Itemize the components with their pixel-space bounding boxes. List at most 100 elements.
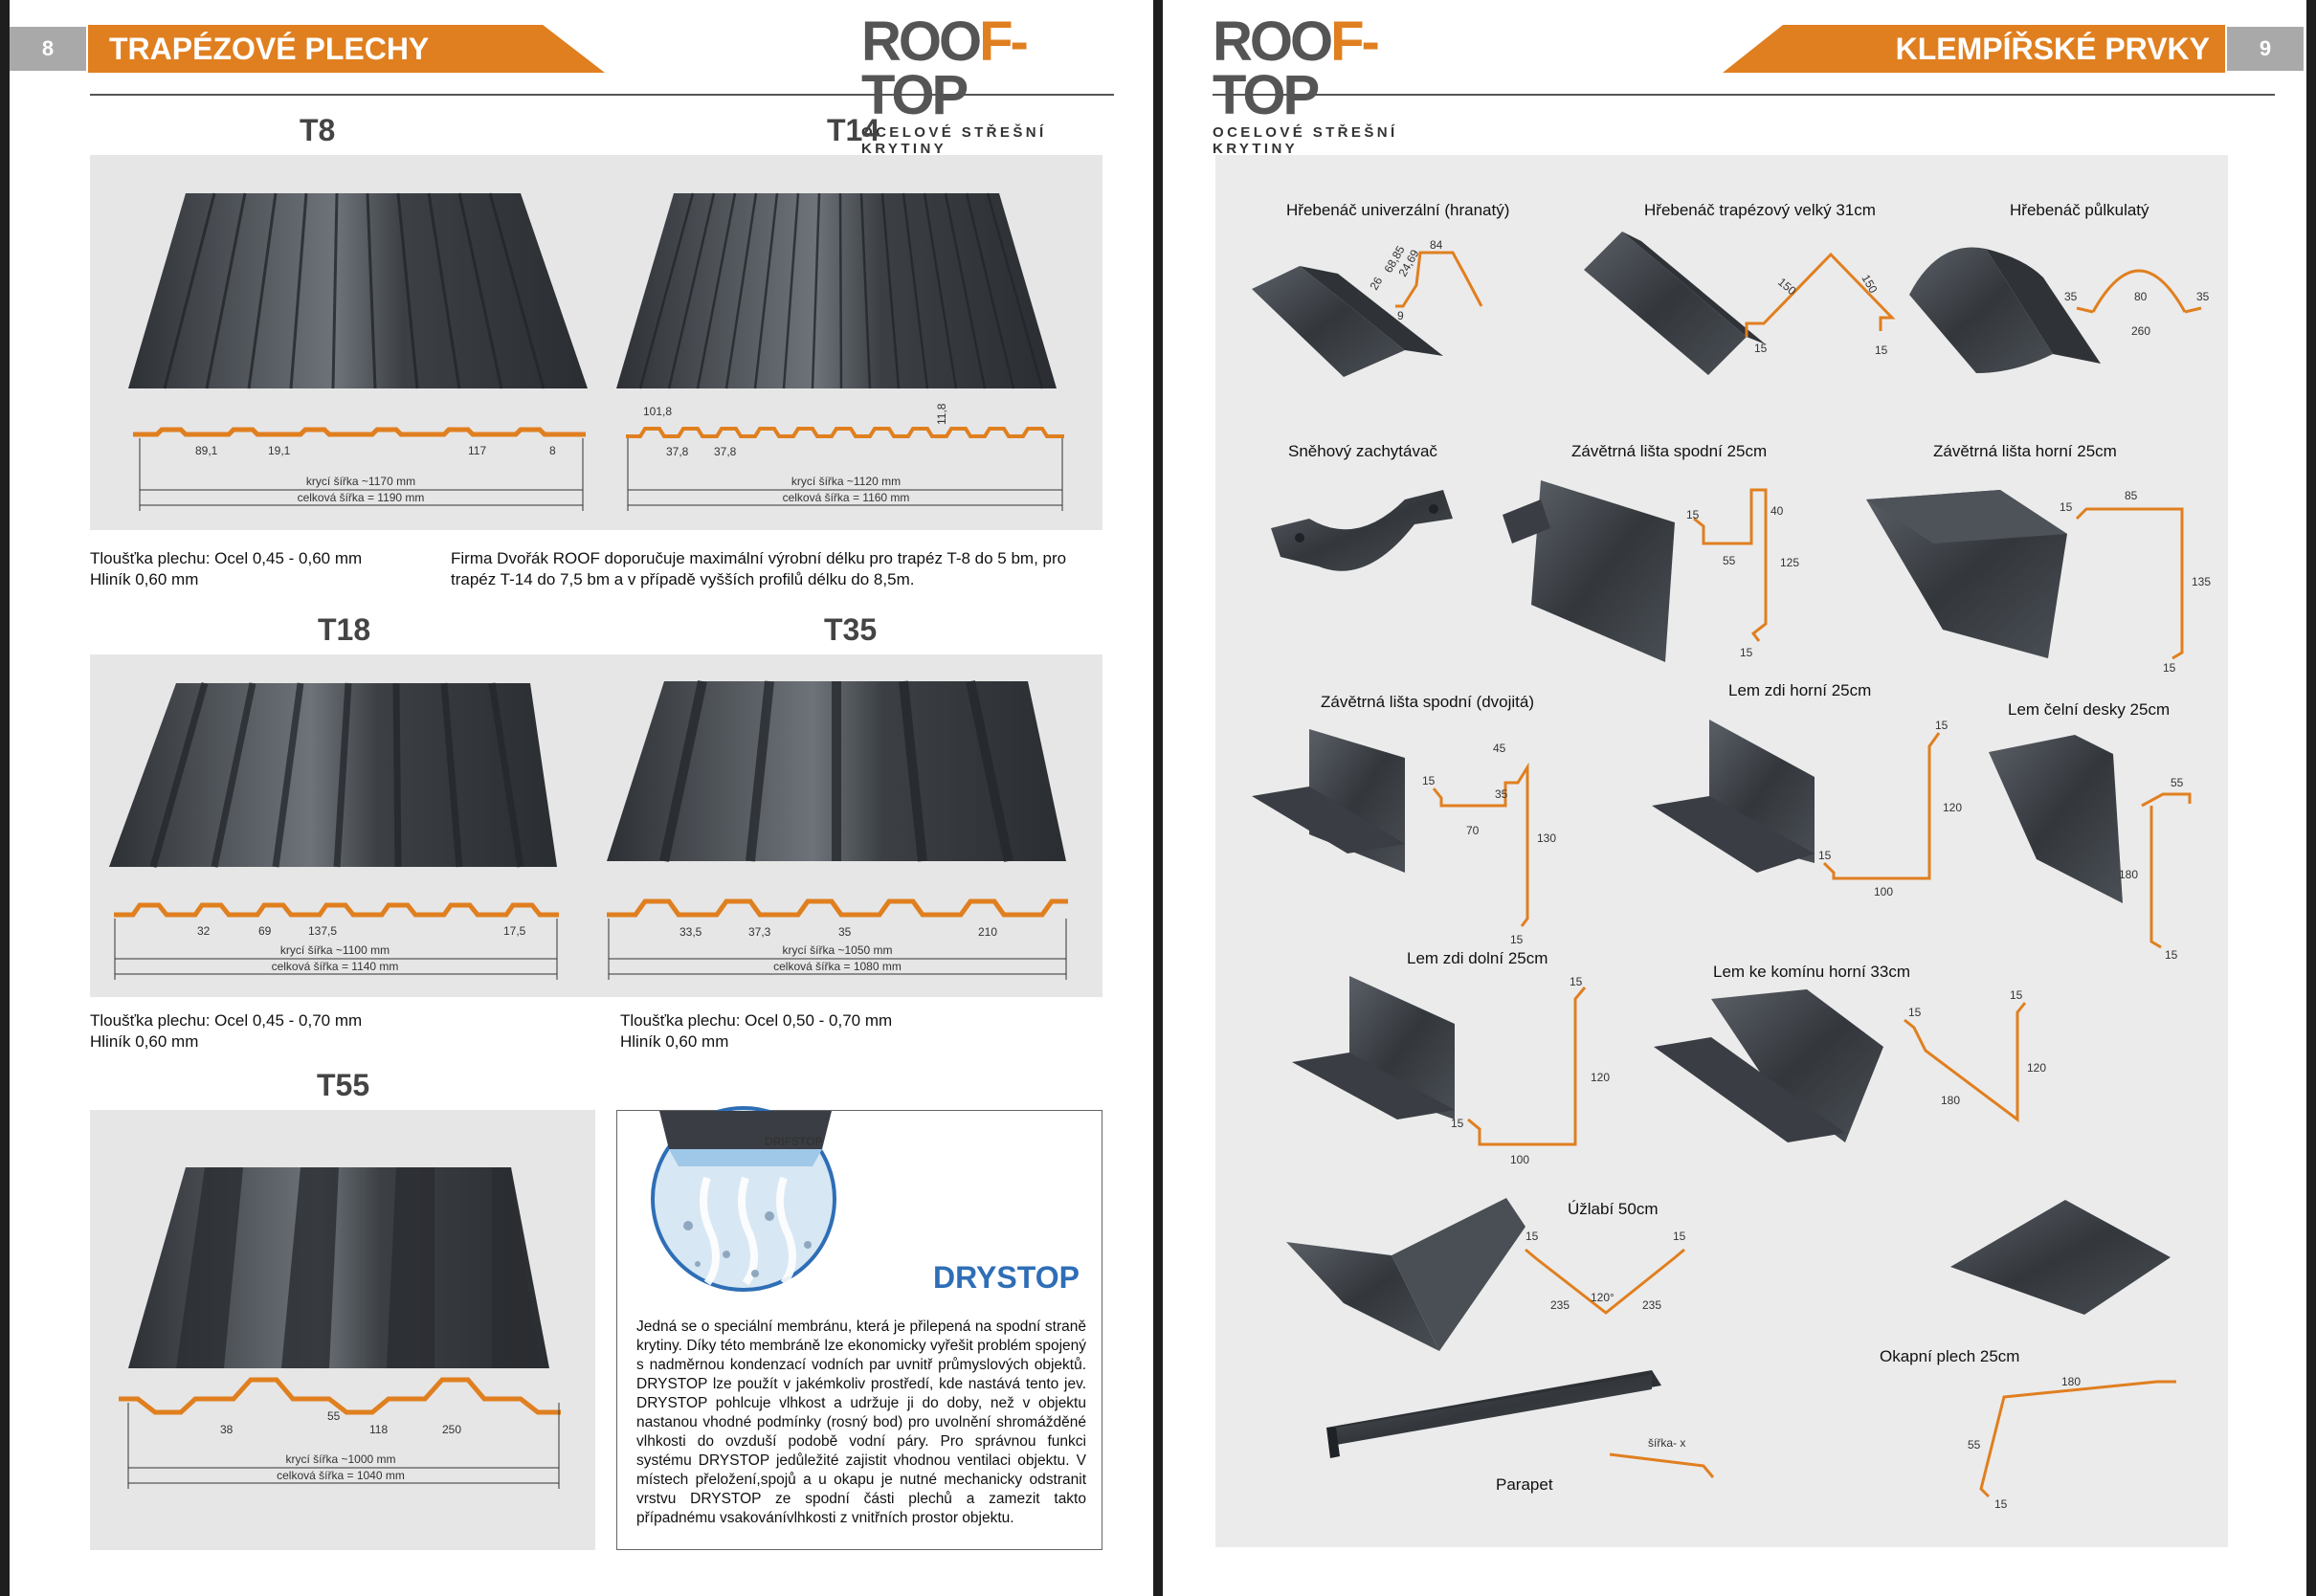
svg-text:15: 15 bbox=[1994, 1497, 2008, 1511]
svg-text:180: 180 bbox=[2119, 868, 2138, 881]
svg-text:15: 15 bbox=[1686, 508, 1700, 521]
svg-text:15: 15 bbox=[1754, 342, 1768, 355]
svg-text:150: 150 bbox=[1859, 273, 1880, 297]
svg-text:235: 235 bbox=[1550, 1298, 1570, 1312]
profile-title-t8: T8 bbox=[300, 113, 336, 147]
profile-title-t35: T35 bbox=[824, 612, 878, 647]
profile-title-t18: T18 bbox=[318, 612, 371, 647]
svg-text:15: 15 bbox=[1525, 1230, 1539, 1243]
svg-text:84: 84 bbox=[1430, 238, 1443, 252]
left-page: 8 TRAPÉZOVÉ PLECHY ROOF-TOP OCELOVÉ STŘE… bbox=[10, 0, 1153, 1596]
label-lem-zdi-horni: Lem zdi horní 25cm bbox=[1728, 681, 1872, 699]
t35-dim-1: 33,5 bbox=[679, 925, 702, 939]
svg-text:260: 260 bbox=[2131, 324, 2150, 338]
label-uzlabi: Úžlabí 50cm bbox=[1568, 1200, 1659, 1218]
svg-text:80: 80 bbox=[2134, 290, 2148, 303]
t35-dim-4: 210 bbox=[978, 925, 997, 939]
svg-text:15: 15 bbox=[1673, 1230, 1686, 1243]
flashing-panel: Hřebenáč univerzální (hranatý) 84 68,85 … bbox=[1215, 155, 2228, 1547]
svg-text:55: 55 bbox=[1723, 554, 1736, 567]
t55-sheet-illustration: 38 55 118 250 krycí šířka ~1000 mm celko… bbox=[119, 1167, 561, 1489]
svg-text:35: 35 bbox=[2064, 290, 2078, 303]
section-title: KLEMPÍŘSKÉ PRVKY bbox=[1723, 25, 2225, 73]
svg-text:55: 55 bbox=[2171, 776, 2184, 789]
drystop-box: DRIFSTOP DRYSTOP Jedná se o speciální me… bbox=[616, 1106, 1102, 1550]
t14-dim-1: 101,8 bbox=[643, 405, 672, 418]
t18-dim-3: 137,5 bbox=[308, 924, 337, 938]
zavetrna-dvojita-illustration: 45 15 35 130 70 15 bbox=[1252, 729, 1556, 946]
t18-celkova: celková šířka = 1140 mm bbox=[272, 960, 399, 973]
profile-panel-top: 89,1 19,1 117 8 krycí šířka ~1170 mm cel… bbox=[90, 155, 1102, 530]
right-page: ROOF-TOP OCELOVÉ STŘEŠNÍ KRYTINY KLEMPÍŘ… bbox=[1163, 0, 2306, 1596]
svg-text:15: 15 bbox=[1908, 1006, 1922, 1019]
lem-celni-desky-illustration: 55 180 15 bbox=[1989, 735, 2192, 962]
svg-text:15: 15 bbox=[2165, 948, 2178, 962]
snehovy-zachytavac-illustration bbox=[1271, 490, 1453, 571]
svg-text:100: 100 bbox=[1874, 885, 1893, 898]
t8-dim-1: 89,1 bbox=[195, 444, 218, 457]
label-lem-celni-desky: Lem čelní desky 25cm bbox=[2008, 700, 2171, 719]
t8-dim-4: 8 bbox=[549, 444, 556, 457]
drystop-body: Jedná se o speciální membránu, která je … bbox=[636, 1319, 1086, 1526]
svg-text:15: 15 bbox=[2060, 500, 2073, 514]
label-parapet: Parapet bbox=[1496, 1475, 1553, 1494]
label-zavetrna-horni: Závětrná lišta horní 25cm bbox=[1933, 442, 2117, 460]
svg-text:15: 15 bbox=[1740, 646, 1753, 659]
t55-dim-1: 38 bbox=[220, 1423, 234, 1436]
hrebenac-univerzalni-illustration: 84 68,85 24,69 26 9 bbox=[1252, 238, 1483, 377]
logo-tagline: OCELOVÉ STŘEŠNÍ KRYTINY bbox=[1213, 124, 1398, 157]
logo-tagline: OCELOVÉ STŘEŠNÍ KRYTINY bbox=[861, 124, 1047, 157]
svg-text:35: 35 bbox=[2196, 290, 2210, 303]
t14-dim-3: 37,8 bbox=[714, 445, 737, 458]
label-hrebenac-trapezovy: Hřebenáč trapézový velký 31cm bbox=[1644, 201, 1876, 219]
zavetrna-spodni-illustration: 15 40 55 125 15 bbox=[1503, 480, 1799, 662]
t14-celkova: celková šířka = 1160 mm bbox=[783, 491, 910, 504]
svg-text:15: 15 bbox=[1875, 344, 1888, 357]
svg-text:15: 15 bbox=[1570, 975, 1583, 988]
label-lem-zdi-dolni: Lem zdi dolní 25cm bbox=[1407, 949, 1548, 967]
profile-title-t14: T14 bbox=[827, 113, 880, 147]
svg-text:15: 15 bbox=[1935, 719, 1949, 732]
t35-celkova: celková šířka = 1080 mm bbox=[773, 960, 902, 973]
okapni-plech-diagram: 180 55 15 bbox=[1968, 1375, 2176, 1511]
drystop-badge: DRIFSTOP bbox=[765, 1135, 822, 1148]
t35-dim-2: 37,3 bbox=[748, 925, 771, 939]
recommendation-text: Firma Dvořák ROOF doporučuje maximální v… bbox=[451, 549, 1067, 588]
svg-text:70: 70 bbox=[1466, 824, 1480, 837]
lem-komin-horni-illustration: 15 15 120 180 bbox=[1654, 988, 2046, 1142]
t18-dim-2: 69 bbox=[258, 924, 272, 938]
label-zavetrna-spodni: Závětrná lišta spodní 25cm bbox=[1571, 442, 1768, 460]
t35-kryci: krycí šířka ~1050 mm bbox=[782, 943, 892, 957]
page-number: 9 bbox=[2227, 27, 2304, 71]
t18-dim-1: 32 bbox=[197, 924, 211, 938]
svg-text:135: 135 bbox=[2192, 575, 2211, 588]
profile-title-t55: T55 bbox=[317, 1068, 370, 1102]
hrebenac-pulkulaty-illustration: 35 80 35 260 bbox=[1909, 247, 2210, 373]
lem-zdi-dolni-illustration: 15 120 15 100 bbox=[1292, 975, 1610, 1166]
logo: ROOF-TOP OCELOVÉ STŘEŠNÍ KRYTINY bbox=[861, 14, 1110, 158]
svg-text:130: 130 bbox=[1537, 831, 1556, 845]
label-zavetrna-dvojita: Závětrná lišta spodní (dvojitá) bbox=[1321, 693, 1534, 711]
svg-text:45: 45 bbox=[1493, 742, 1506, 755]
zavetrna-horni-illustration: 85 15 135 15 bbox=[1866, 489, 2211, 675]
svg-text:15: 15 bbox=[1451, 1117, 1464, 1130]
t14-dim-4: 11,8 bbox=[935, 403, 948, 425]
header-rule bbox=[1213, 94, 2275, 96]
lem-zdi-horni-illustration: 15 120 15 100 bbox=[1652, 719, 1962, 898]
svg-text:120°: 120° bbox=[1591, 1291, 1615, 1304]
label-okapni-plech: Okapní plech 25cm bbox=[1880, 1347, 2020, 1365]
t8-dim-3: 117 bbox=[468, 444, 486, 457]
page-number: 8 bbox=[10, 27, 86, 71]
svg-text:180: 180 bbox=[2061, 1375, 2081, 1388]
svg-text:šířka- x: šířka- x bbox=[1648, 1436, 1685, 1450]
svg-text:15: 15 bbox=[1818, 849, 1832, 862]
drystop-illustration: DRIFSTOP bbox=[651, 1106, 836, 1292]
t14-sheet-illustration: 101,8 37,8 37,8 11,8 krycí šířka ~1120 m… bbox=[616, 192, 1064, 511]
svg-text:9: 9 bbox=[1397, 309, 1404, 322]
svg-text:40: 40 bbox=[1770, 504, 1784, 518]
parapet-illustration: šířka- x bbox=[1326, 1370, 1715, 1478]
t8-dim-2: 19,1 bbox=[268, 444, 291, 457]
svg-text:35: 35 bbox=[1495, 787, 1508, 801]
